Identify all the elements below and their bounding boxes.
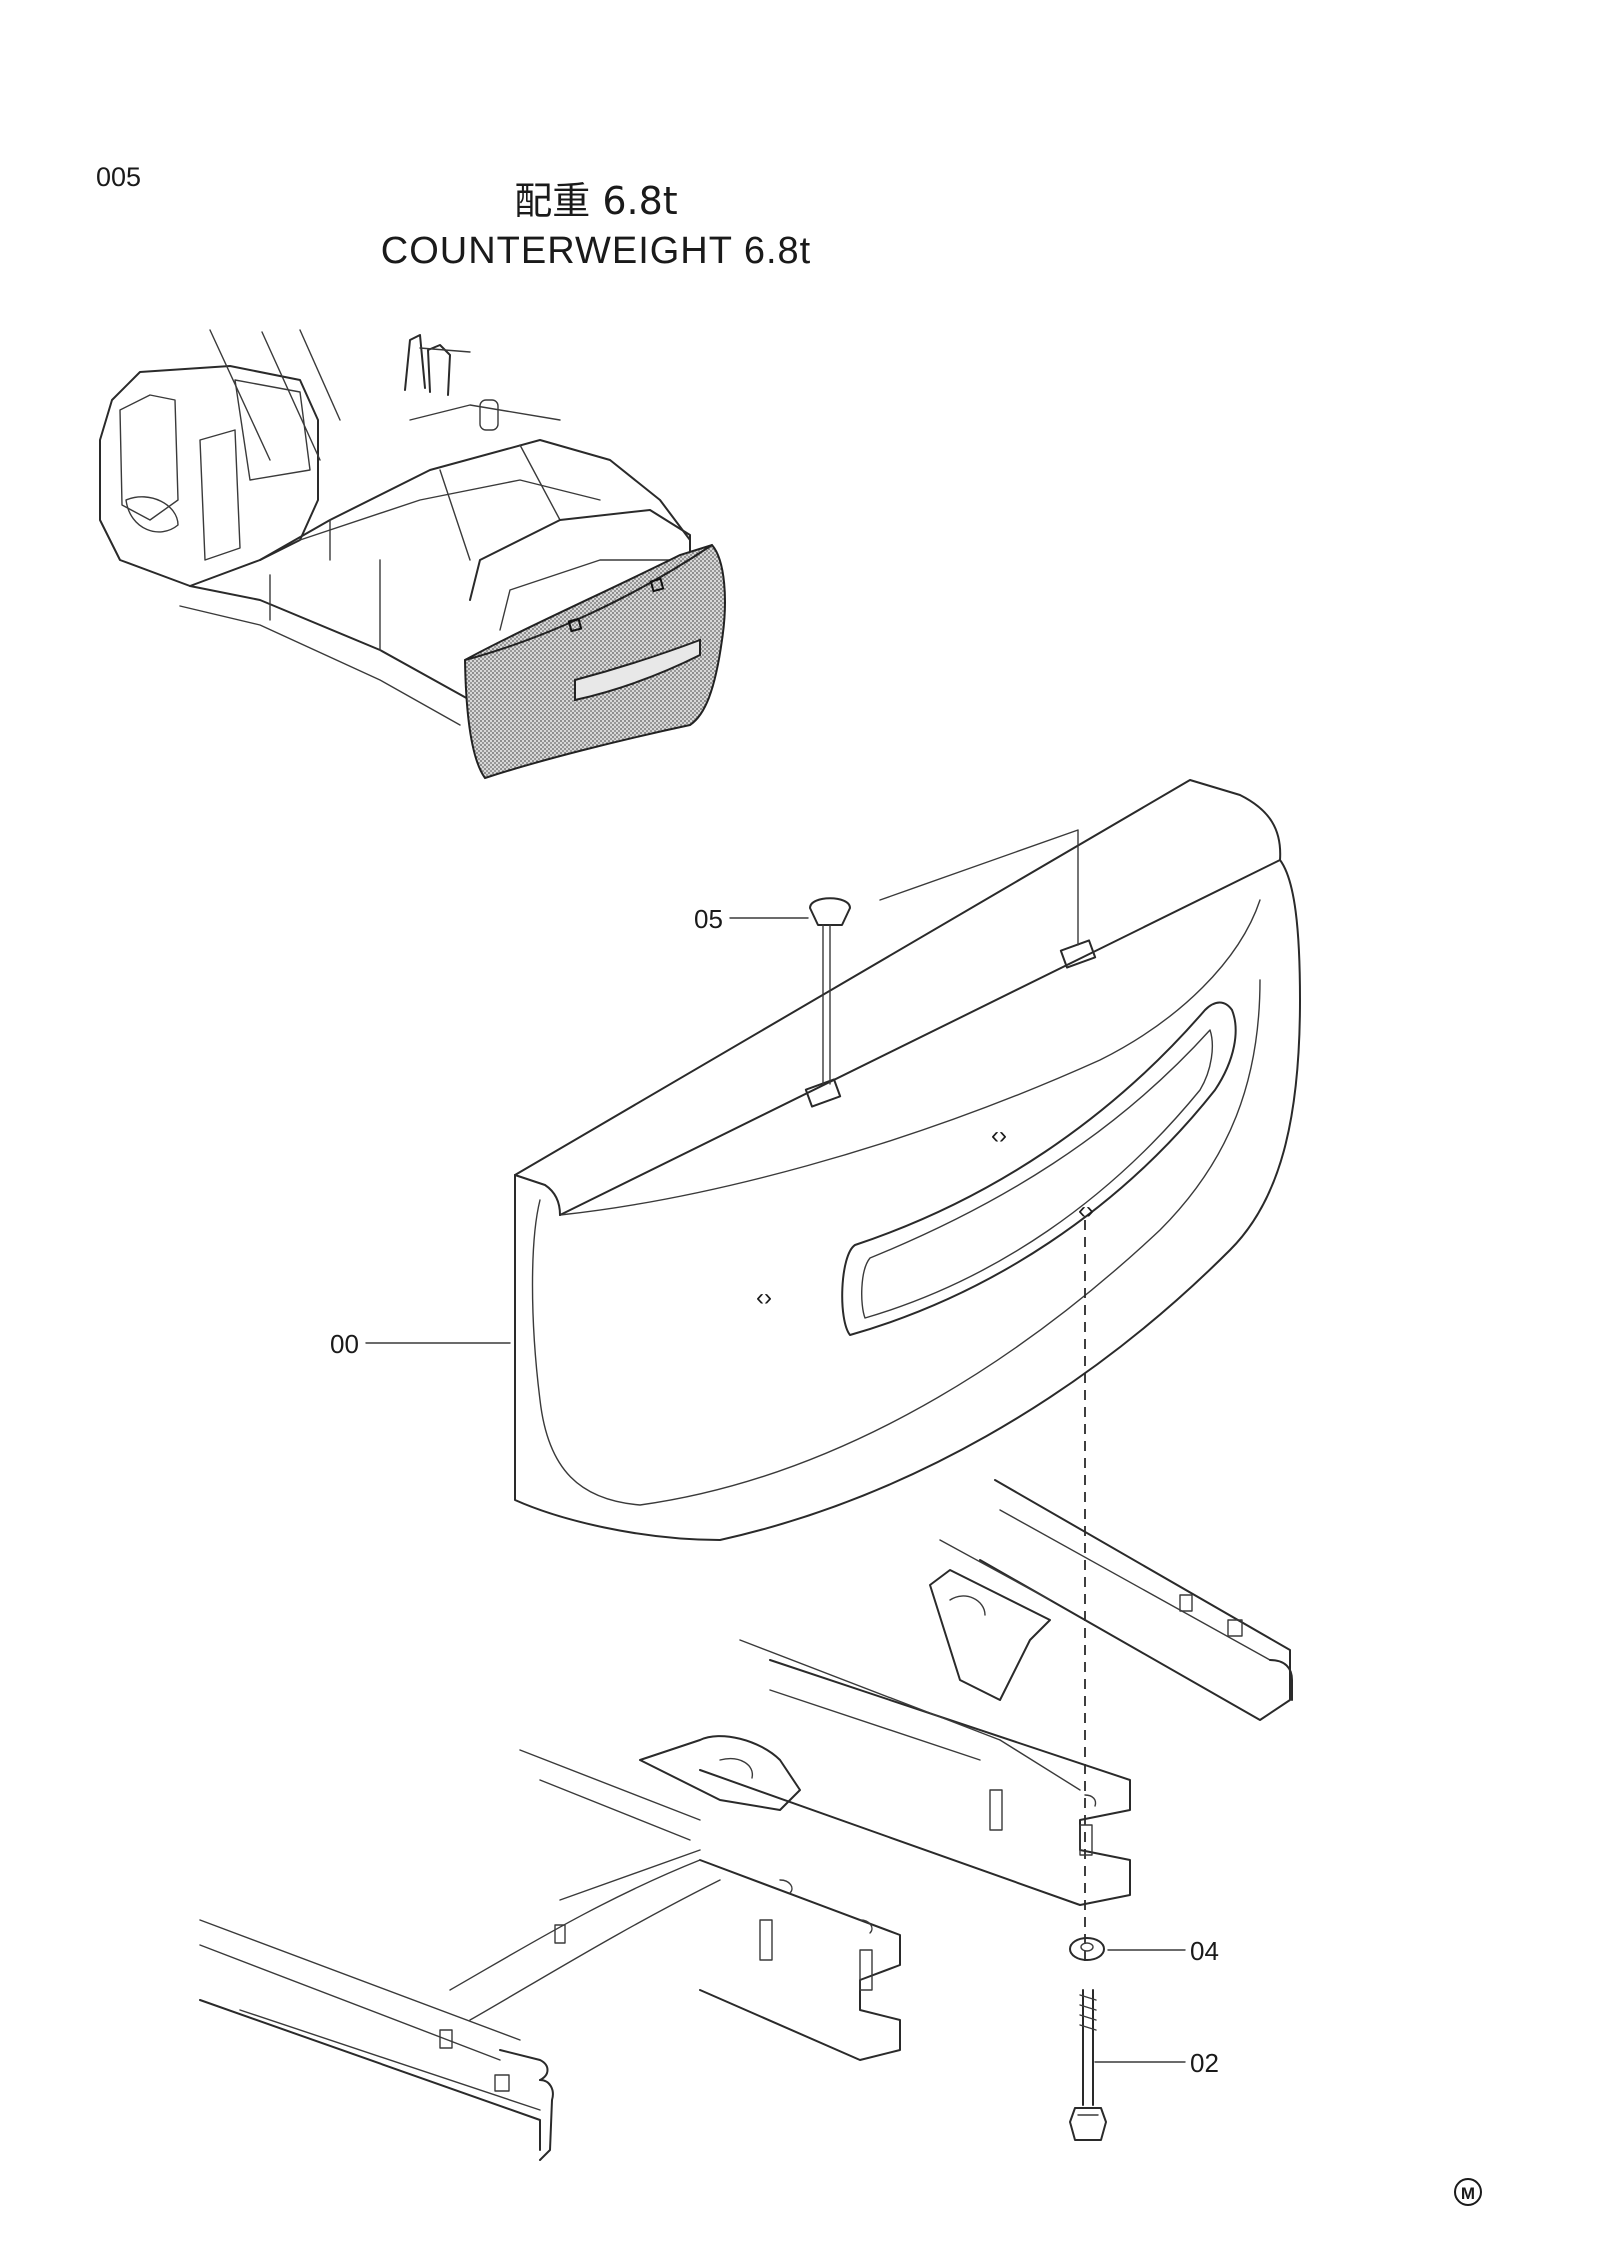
svg-text:‹›: ‹› [1078,1197,1094,1224]
footer-circled-mark: M [1454,2178,1482,2206]
page-title-english: COUNTERWEIGHT 6.8t [380,230,812,272]
svg-text:‹›: ‹› [991,1122,1007,1149]
counterweight-highlight [463,543,726,780]
svg-text:‹›: ‹› [756,1284,772,1311]
plug-item-05 [809,897,851,926]
excavator-overview-illustration [99,329,726,780]
bolt-item-02 [1069,1989,1107,2141]
callout-04: 04 [1190,1936,1219,1966]
callout-05: 05 [694,904,723,934]
page-number: 005 [96,162,142,192]
page-title-japanese: 配重 6.8t [514,179,678,223]
svg-text:M: M [1461,2184,1475,2203]
upper-frame [199,1479,1293,2161]
counterweight-main: ‹› ‹› ‹› [514,779,1301,1965]
washer-item-04 [1069,1937,1105,1961]
callout-02: 02 [1190,2048,1219,2078]
callout-00: 00 [330,1329,359,1359]
